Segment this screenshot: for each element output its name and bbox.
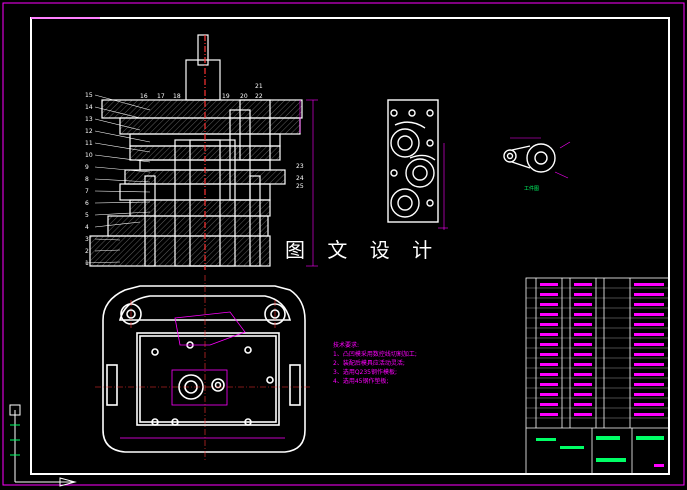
die-section-view[interactable] [89,34,303,270]
part-no: 2 [85,248,89,255]
part-no: 1 [85,260,89,267]
section-dimensions [299,99,318,267]
die-plan-view[interactable] [102,285,306,453]
note-item: 2、装配后模具应活动灵活; [333,360,405,367]
inner-frame [30,17,670,475]
part-no: 7 [85,188,89,195]
part-no: 25 [296,183,304,190]
ucs-icon [9,404,77,487]
plan-centerlines [95,275,310,460]
parts-list-entries [540,283,664,416]
part-no: 13 [85,116,93,123]
plan-magenta-outline [120,311,285,439]
parts-list-rows [526,287,669,419]
part-no: 8 [85,176,89,183]
part-no: 14 [85,104,93,111]
part-numbers-left: 15 14 13 12 11 10 9 8 7 6 5 4 3 2 1 [85,92,93,267]
part-no: 6 [85,200,89,207]
part-no: 11 [85,140,93,147]
title-block-tag [654,464,664,467]
part-no: 10 [85,152,93,159]
part-no: 19 [222,93,230,100]
part-no: 24 [296,175,304,182]
part-no: 18 [173,93,181,100]
part-leaders-left [84,94,151,264]
notes-title: 技术要求: [333,342,360,349]
watermark-text: 图 文 设 计 [285,238,441,262]
note-item: 1、凸凹模采用数控线切割加工; [333,351,417,358]
title-block [525,277,670,475]
workpiece-dimensions [510,137,571,179]
part-no: 15 [85,92,93,99]
note-item: 3、选用Q235钢作模板; [333,369,398,376]
part-no: 9 [85,164,89,171]
part-no: 4 [85,224,89,231]
part-no: 22 [255,93,263,100]
part-numbers-right: 23 24 25 [296,163,304,190]
workpiece-view[interactable] [503,143,556,173]
technical-requirements: 技术要求: 1、凸凹模采用数控线切割加工; 2、装配后模具应活动灵活; 3、选用… [333,341,417,386]
part-no: 20 [240,93,248,100]
strip-layout-view[interactable] [387,99,439,223]
strip-dimensions [438,143,448,230]
part-no: 3 [85,236,89,243]
part-no: 21 [255,83,263,90]
workpiece-label: 工件图 [524,185,539,192]
part-no: 17 [157,93,165,100]
part-no: 5 [85,212,89,219]
part-no: 23 [296,163,304,170]
part-numbers-top: 16 17 18 19 20 21 22 [140,83,263,100]
part-no: 16 [140,93,148,100]
part-no: 12 [85,128,93,135]
title-block-green-fields [536,436,664,462]
note-item: 4、选用45钢作垫板; [333,378,389,385]
